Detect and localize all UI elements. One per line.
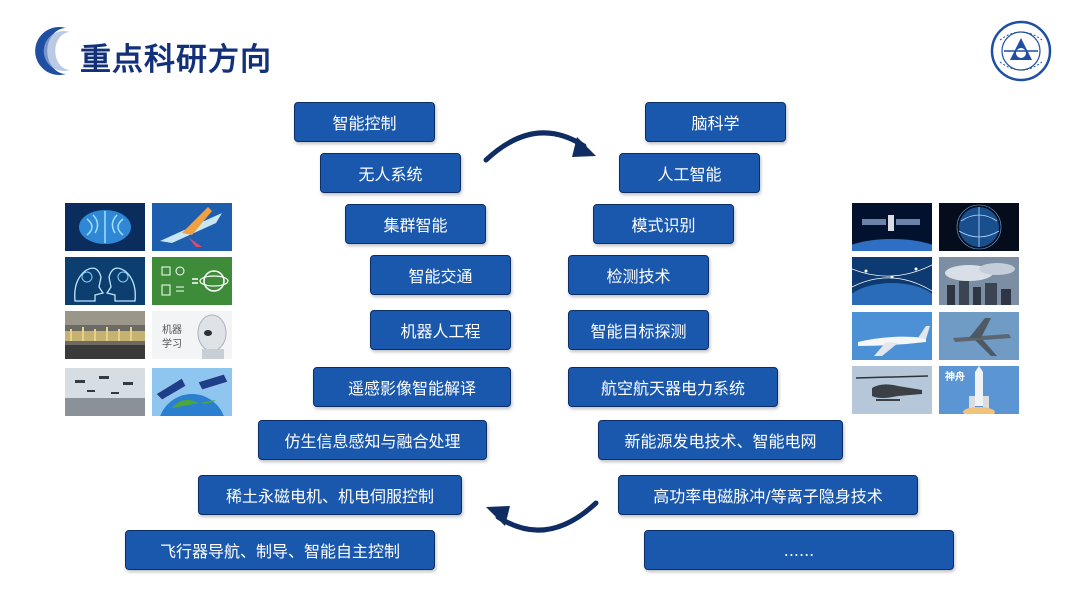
tag-label: 新能源发电技术、智能电网 (624, 432, 817, 451)
page-title: 重点科研方向 (80, 42, 272, 78)
tag-robotics-engineering: 机器人工程 (370, 310, 511, 350)
tag-label: 高功率电磁脉冲/等离子隐身技术 (653, 487, 883, 506)
tag-electromagnetic-pulse: 高功率电磁脉冲/等离子隐身技术 (618, 475, 918, 515)
transport-aircraft-image (939, 312, 1019, 360)
tag-aerospace-power: 航空航天器电力系统 (568, 367, 778, 407)
tag-label: 无人系统 (358, 165, 423, 184)
city-skyline-image (939, 257, 1019, 305)
university-seal-icon (990, 20, 1052, 82)
satellite-constellation-image (852, 257, 932, 305)
space-station-image (852, 203, 932, 251)
tag-label: 智能目标探测 (590, 322, 687, 341)
solar-earth-image (152, 368, 232, 416)
tag-label: 脑科学 (691, 114, 740, 133)
brain-image (65, 203, 145, 251)
tag-intelligent-transport: 智能交通 (370, 255, 511, 295)
tag-label: 智能控制 (332, 114, 397, 133)
tag-label: 稀土永磁电机、机电伺服控制 (225, 487, 434, 506)
tag-label: 模式识别 (631, 216, 696, 235)
tag-label: 仿生信息感知与融合处理 (284, 432, 461, 451)
tag-permanent-magnet-motor: 稀土永磁电机、机电伺服控制 (198, 475, 462, 515)
tag-intelligent-control: 智能控制 (294, 102, 435, 142)
science-icons-image (152, 257, 232, 305)
drones-image (65, 368, 145, 416)
rocket-text: 神舟 (945, 370, 965, 383)
helicopter-image (852, 366, 932, 414)
factory-robots-image (65, 311, 145, 359)
tag-aircraft-navigation: 飞行器导航、制导、智能自主控制 (125, 530, 435, 570)
tag-bionic-perception: 仿生信息感知与融合处理 (258, 420, 487, 460)
tag-label: 检测技术 (606, 267, 671, 286)
tag-label: 飞行器导航、制导、智能自主控制 (159, 542, 400, 561)
tag-brain-science: 脑科学 (645, 102, 786, 142)
tag-label: 智能交通 (408, 267, 473, 286)
title-swoosh-icon (35, 26, 70, 75)
tag-label: ...... (783, 540, 815, 560)
tag-label: 集群智能 (383, 216, 448, 235)
curved-arrow-right-icon (483, 130, 596, 163)
ai-head-image (65, 257, 145, 305)
robot-learning-image: 机器 学习 (152, 311, 232, 359)
tag-new-energy: 新能源发电技术、智能电网 (598, 420, 843, 460)
earth-network-image (939, 203, 1019, 251)
curved-arrow-left-icon (486, 500, 599, 533)
tag-pattern-recognition: 模式识别 (593, 204, 734, 244)
tag-artificial-intelligence: 人工智能 (619, 153, 760, 193)
tag-label: 机器人工程 (400, 322, 481, 341)
tag-label: 遥感影像智能解译 (347, 379, 476, 398)
title-bar: 重点科研方向 (26, 26, 316, 78)
tag-ellipsis: ...... (644, 530, 954, 570)
tag-detection-technology: 检测技术 (568, 255, 709, 295)
tag-swarm-intelligence: 集群智能 (345, 204, 486, 244)
rocket-launch-image: 神舟 (939, 366, 1019, 414)
tag-remote-sensing: 遥感影像智能解译 (313, 367, 511, 407)
tag-label: 人工智能 (657, 165, 722, 184)
airliner-image (852, 312, 932, 360)
tag-unmanned-systems: 无人系统 (320, 153, 461, 193)
robot-text-line2: 学习 (162, 337, 182, 350)
aircraft-model-image (152, 203, 232, 251)
robot-text-line1: 机器 (162, 323, 182, 336)
tag-label: 航空航天器电力系统 (600, 379, 745, 398)
tag-target-detection: 智能目标探测 (568, 310, 709, 350)
